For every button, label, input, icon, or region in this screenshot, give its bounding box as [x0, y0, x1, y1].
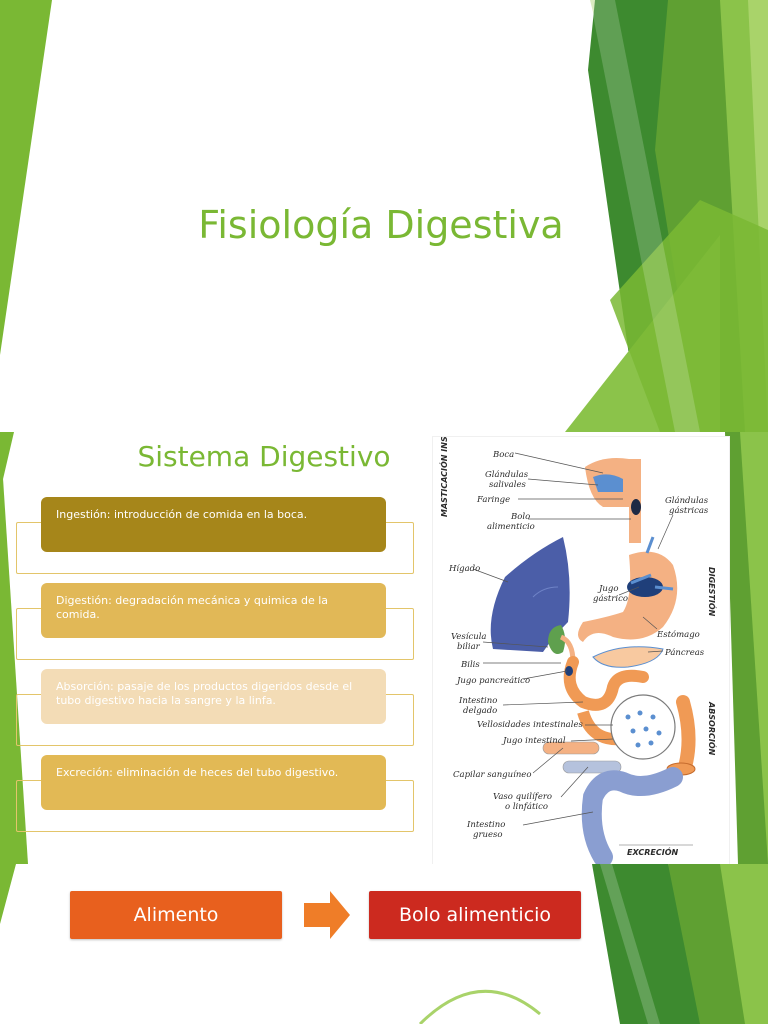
slide-main-title: Fisiología Digestiva: [198, 203, 564, 247]
label-vesicula-1: Vesícula: [451, 631, 487, 642]
label-estomago: Estómago: [656, 629, 700, 640]
section-label-masticacion: MASTICACIÓN INSALIVACIÓN: [438, 437, 449, 517]
label-glandulas-gastricas-1: Glándulas: [665, 495, 709, 506]
green-facets-decoration: [0, 432, 768, 864]
slide-flow: Alimento Bolo alimenticio: [0, 864, 768, 1024]
section-label-digestion: DIGESTIÓN: [707, 567, 718, 617]
digestive-system-diagram: MASTICACIÓN INSALIVACIÓN DIGESTIÓN ABSOR…: [432, 432, 730, 864]
label-glandulas-salivales-1: Glándulas: [485, 469, 529, 480]
label-intestino-delgado-2: delgado: [463, 706, 497, 716]
section-label-absorcion: ABSORCIÓN: [707, 701, 718, 756]
green-facets-decoration: [0, 864, 768, 1024]
step-ingestion: Ingestión: introducción de comida en la …: [41, 497, 386, 552]
digestive-illustration: MASTICACIÓN INSALIVACIÓN DIGESTIÓN ABSOR…: [438, 432, 718, 864]
label-jugo-gastrico-1: Jugo: [597, 584, 618, 594]
step-excrecion: Excreción: eliminación de heces del tubo…: [41, 755, 386, 810]
label-capilar: Capilar sanguíneo: [453, 769, 531, 780]
label-jugo-gastrico-2: gástrico: [593, 593, 628, 604]
step-absorcion: Absorción: pasaje de los productos diger…: [41, 669, 386, 724]
slide-title: Fisiología Digestiva: [0, 0, 768, 432]
label-jugo-pancreatico: Jugo pancreático: [455, 675, 530, 686]
label-intestino-delgado-1: Intestino: [458, 696, 497, 706]
label-glandulas-gastricas-2: gástricas: [669, 505, 709, 516]
label-faringe: Faringe: [476, 495, 510, 505]
flow-box-alimento: Alimento: [70, 891, 282, 939]
step-digestion: Digestión: degradación mecánica y quimic…: [41, 583, 386, 638]
label-vesicula-2: biliar: [457, 642, 481, 652]
label-bilis: Bilis: [460, 660, 480, 670]
label-intestino-grueso-2: grueso: [473, 830, 503, 840]
label-vaso-1: Vaso quilífero: [493, 791, 552, 802]
label-higado: Hígado: [448, 563, 480, 574]
flow-box-bolo-alimenticio: Bolo alimenticio: [369, 891, 581, 939]
arrow-right-icon: [304, 891, 350, 939]
label-vellosidades: Vellosidades intestinales: [477, 720, 583, 730]
label-pancreas: Páncreas: [664, 647, 705, 658]
section-label-excrecion: EXCRECIÓN: [627, 846, 678, 857]
label-glandulas-salivales-2: salivales: [489, 480, 526, 490]
label-bolo-2: alimenticio: [487, 522, 535, 532]
green-facets-decoration: [0, 0, 768, 432]
section-title: Sistema Digestivo: [137, 440, 391, 473]
label-vaso-2: o linfático: [505, 801, 548, 812]
label-bolo-1: Bolo: [510, 512, 530, 522]
label-intestino-grueso-1: Intestino: [466, 820, 505, 830]
label-jugo-intestinal: Jugo intestinal: [501, 736, 566, 746]
slide-sistema-digestivo: Sistema Digestivo Ingestión: introducció…: [0, 432, 768, 864]
label-boca: Boca: [492, 450, 514, 460]
